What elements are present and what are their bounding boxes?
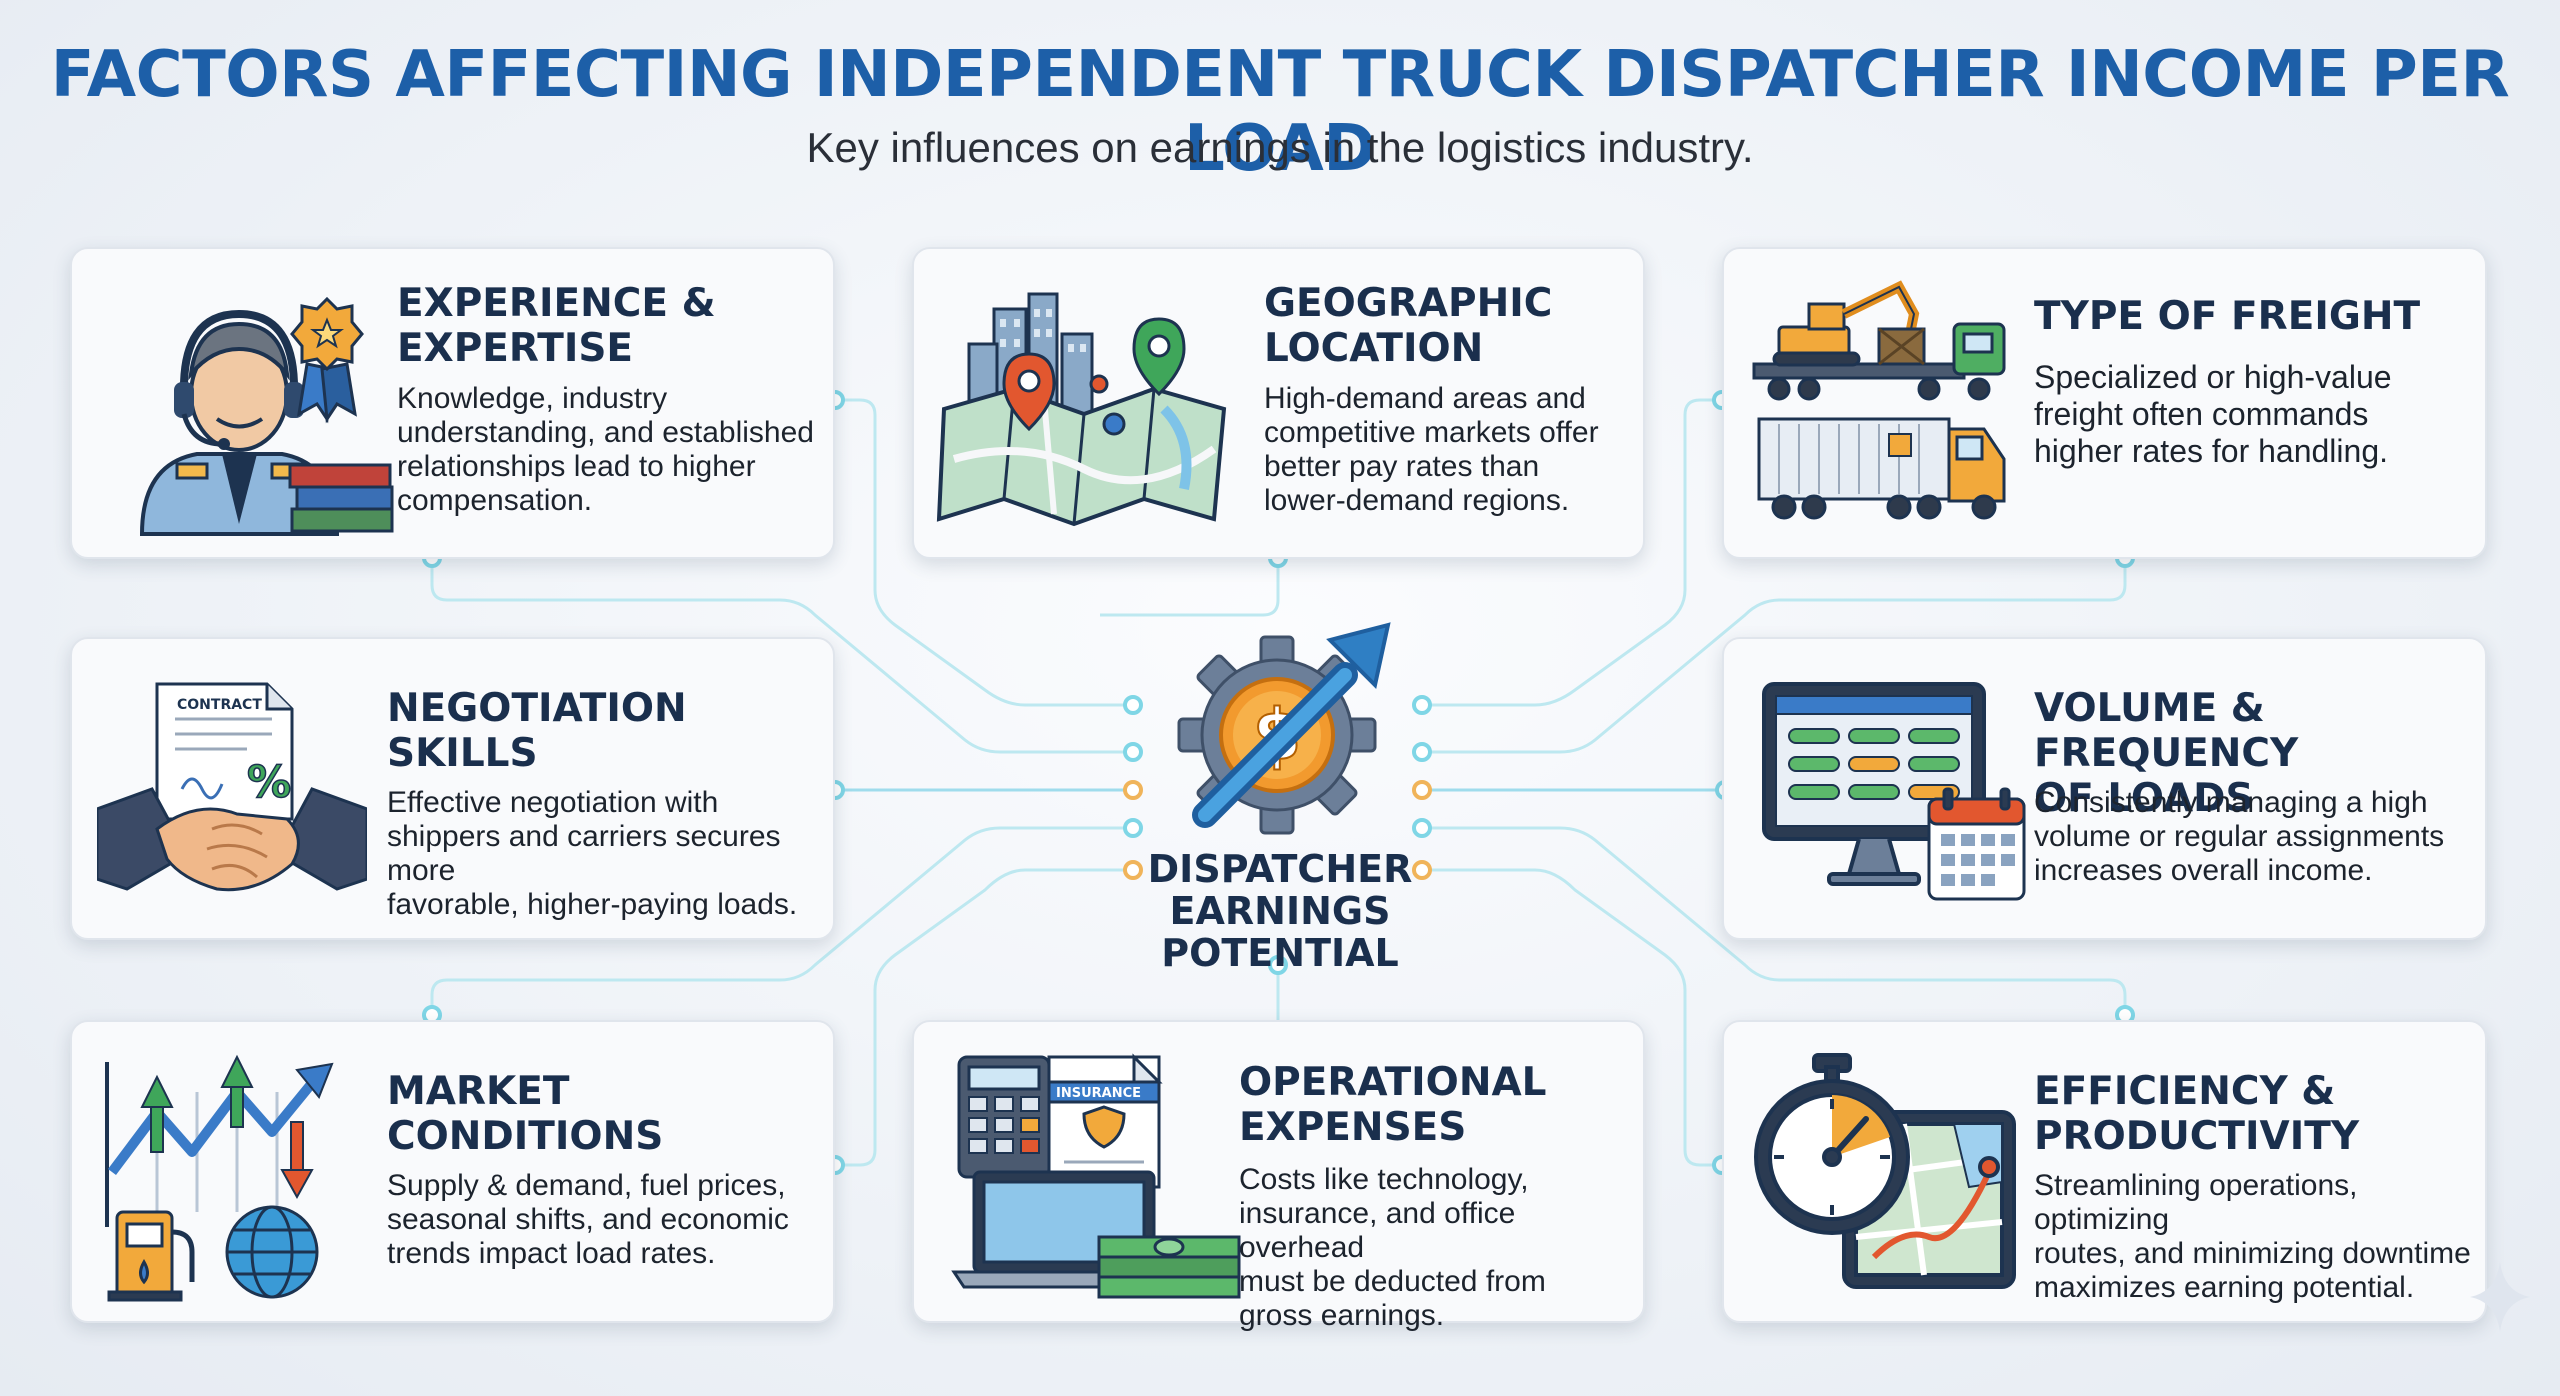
card-experience: EXPERIENCE &EXPERTISE Knowledge, industr… [70,247,835,559]
node [1268,955,1288,975]
connector-market-top [430,826,1130,1015]
stopwatch-route-icon [1754,1053,2016,1289]
card-experience-title: EXPERIENCE &EXPERTISE [397,281,716,371]
card-freight: TYPE OF FREIGHT Specialized or high-valu… [1722,247,2487,559]
node [1412,818,1432,838]
city-map-icon [936,292,1227,527]
calculator-laptop-insurance-icon: INSURANCE [951,1053,1241,1299]
card-efficiency: EFFICIENCY &PRODUCTIVITY Streamlining op… [1722,1020,2487,1323]
connector-freight-bottom [1422,558,2127,754]
card-freight-title: TYPE OF FREIGHT [2034,294,2421,339]
node [1123,780,1143,800]
svg-text:%: % [247,757,291,808]
connector-efficiency-top [1422,826,2127,1015]
connector-geographic [1100,558,1280,617]
growth-arrow-icon [1192,622,1391,828]
trucks-freight-icon [1752,280,2006,520]
connector-efficiency [1422,868,1722,1167]
node [1412,742,1432,762]
node [1412,860,1432,880]
page-title: FACTORS AFFECTING INDEPENDENT TRUCK DISP… [50,38,2510,186]
page-subtitle: Key influences on earnings in the logist… [806,124,1754,171]
sparkle-icon [2470,1262,2530,1332]
node [1412,695,1432,715]
node [1123,860,1143,880]
node [1412,780,1432,800]
card-efficiency-title: EFFICIENCY &PRODUCTIVITY [2034,1069,2360,1159]
node [1123,695,1143,715]
insurance-label: INSURANCE [1056,1086,1141,1101]
node [1123,818,1143,838]
connector-market [835,868,1130,1167]
contract-label: CONTRACT [177,697,262,713]
connector-experience [835,398,1130,707]
card-market-description: Supply & demand, fuel prices,seasonal sh… [387,1169,789,1270]
monitor-calendar-icon [1762,682,2026,901]
market-chart-fuel-icon [105,1054,334,1302]
dispatcher-headset-icon [139,296,394,536]
handshake-contract-icon: CONTRACT % [97,682,367,892]
node [1123,742,1143,762]
connector-freight [1422,398,1722,707]
card-operational-description: Costs like technology,insurance, and off… [1239,1163,1546,1332]
connector-experience-bottom [430,558,1130,754]
